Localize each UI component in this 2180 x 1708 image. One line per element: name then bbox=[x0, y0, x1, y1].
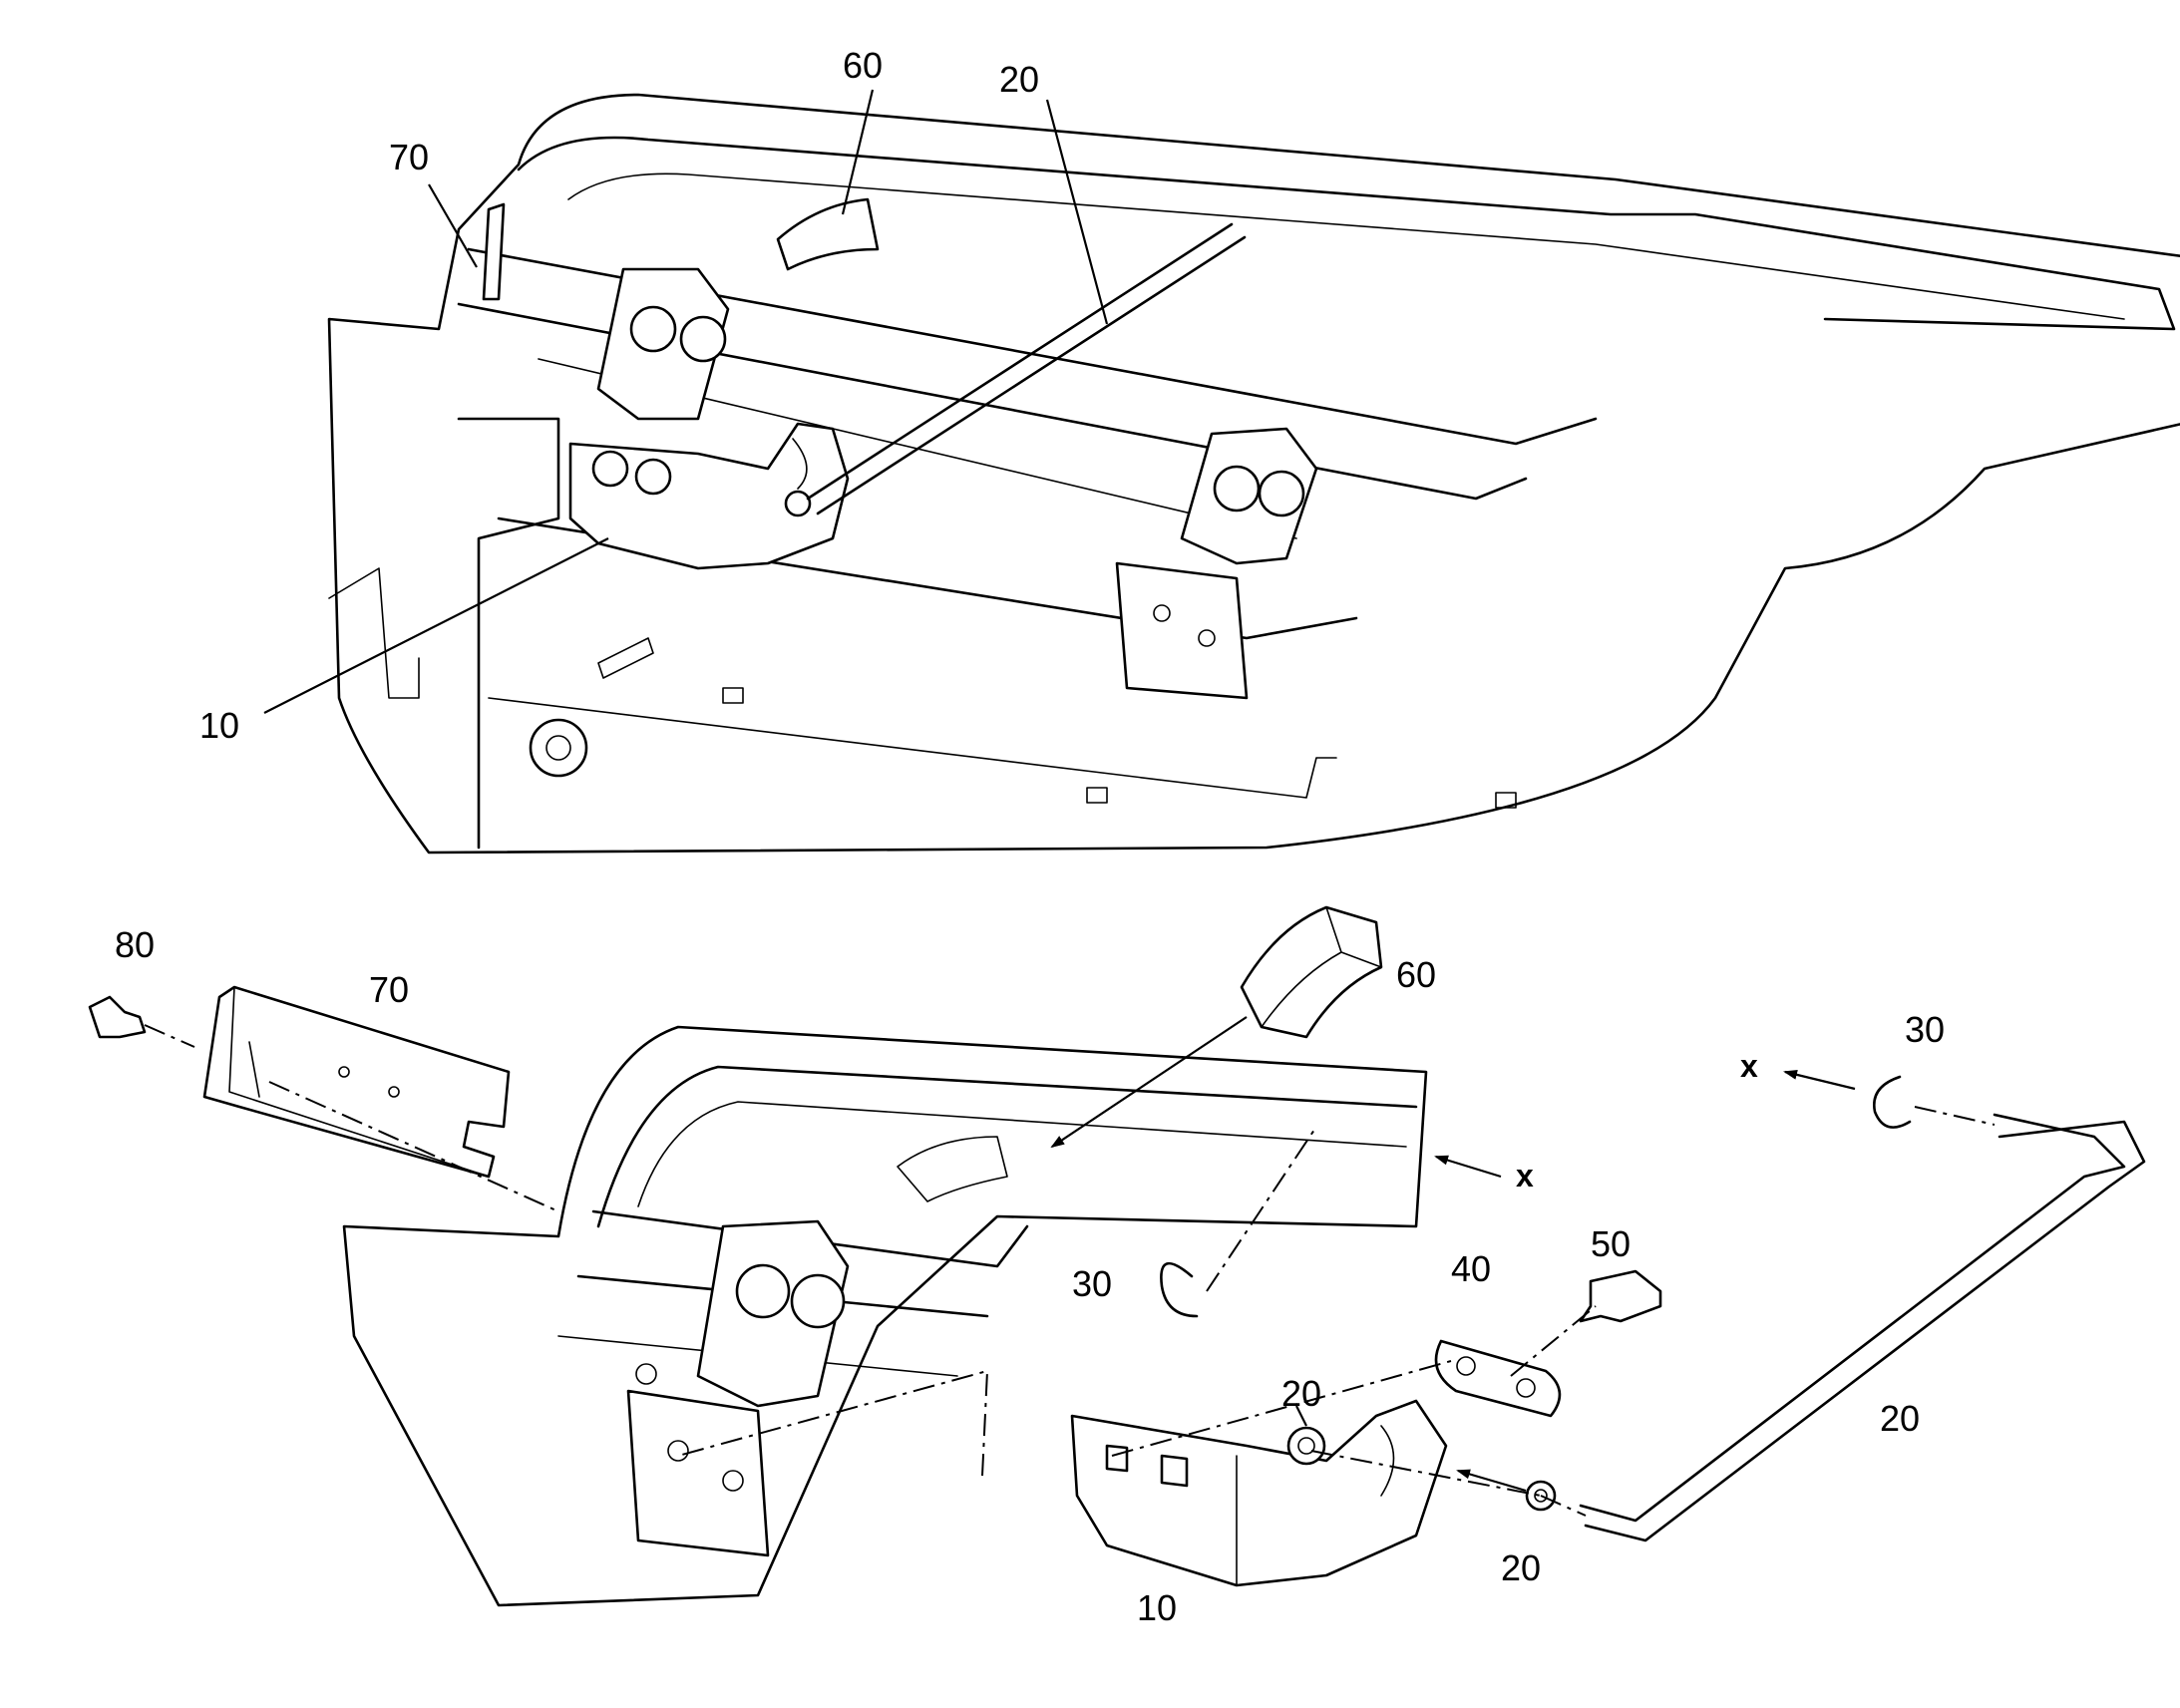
bottom-bolt-1 bbox=[735, 1263, 791, 1319]
bottom-washer-20-hole bbox=[1534, 1489, 1548, 1503]
bottom-link-hole-2 bbox=[1516, 1378, 1536, 1398]
top-leader-20 bbox=[1045, 99, 1109, 325]
bottom-leader-20-upper bbox=[1295, 1405, 1307, 1427]
align-screw-to-cover bbox=[144, 1024, 195, 1048]
callout-bot-40: 40 bbox=[1451, 1248, 1491, 1289]
bottom-link-hole-1 bbox=[1456, 1356, 1476, 1376]
bottom-link-plate-40 bbox=[1434, 1339, 1562, 1418]
align-eclip-left bbox=[1206, 1126, 1317, 1292]
top-assembly-view: 60 20 70 10 bbox=[199, 45, 2180, 854]
top-latch-plate-10 bbox=[568, 422, 850, 570]
top-housing-outline bbox=[327, 93, 2180, 854]
top-latch-bolt-1 bbox=[591, 450, 629, 488]
bottom-cover-70-face bbox=[228, 986, 490, 1178]
axis-marker-x-left: x bbox=[1516, 1158, 1534, 1194]
top-right-mount-block bbox=[1115, 561, 1249, 700]
top-right-bolt-1 bbox=[1213, 465, 1261, 512]
callout-bot-70: 70 bbox=[369, 969, 409, 1010]
top-rod-20-edge bbox=[816, 235, 1247, 515]
top-hood bbox=[517, 136, 2176, 331]
bottom-latch-slot-2 bbox=[1160, 1454, 1189, 1488]
top-round-spacer-hole bbox=[545, 735, 571, 761]
bottom-bolt-50 bbox=[1579, 1269, 1662, 1323]
top-right-mount-hole-1 bbox=[1153, 604, 1171, 622]
callout-top-10: 10 bbox=[199, 705, 239, 746]
callout-bot-50: 50 bbox=[1591, 1223, 1631, 1264]
arrow-pad-to-pocket bbox=[1050, 1016, 1248, 1149]
bottom-rod-20-edge bbox=[1584, 1120, 2146, 1542]
bottom-latch-bushing-hole bbox=[1297, 1437, 1315, 1455]
callout-bot-20-rod: 20 bbox=[1880, 1398, 1920, 1439]
top-stud-3 bbox=[1495, 792, 1517, 809]
bottom-hood bbox=[596, 1065, 1418, 1228]
callout-bot-60: 60 bbox=[1396, 954, 1436, 995]
bottom-latch-slot-1 bbox=[1105, 1444, 1129, 1473]
bottom-cover-70-hole-2 bbox=[388, 1086, 400, 1098]
top-left-bolt-1 bbox=[629, 305, 677, 353]
top-right-bolt-2 bbox=[1258, 470, 1305, 517]
callout-bot-80: 80 bbox=[115, 924, 155, 965]
bottom-latch-plate-hook bbox=[1380, 1425, 1395, 1497]
bottom-latch-plate-10 bbox=[1070, 1399, 1448, 1587]
top-latch-rod-eye bbox=[784, 490, 812, 517]
arrow-x-left bbox=[1434, 1155, 1502, 1179]
bottom-rod-20 bbox=[1579, 1113, 2126, 1523]
bottom-eclip-30-right bbox=[1873, 1075, 1912, 1129]
bottom-screw-80 bbox=[88, 995, 147, 1039]
top-round-spacer bbox=[529, 718, 588, 778]
callout-top-60: 60 bbox=[843, 45, 883, 86]
bottom-eclip-30-left bbox=[1160, 1261, 1199, 1318]
align-cover-to-housing bbox=[268, 1081, 559, 1212]
bottom-mount-hole-2 bbox=[722, 1470, 744, 1492]
top-rail-middle bbox=[457, 302, 1528, 501]
top-rail-upper bbox=[467, 247, 1598, 446]
bottom-mount-hole-1 bbox=[667, 1440, 689, 1462]
axis-marker-x-right: x bbox=[1740, 1048, 1758, 1084]
top-latch-plate-slot bbox=[792, 438, 808, 490]
top-pad-60 bbox=[776, 197, 880, 271]
align-eclip-right bbox=[1914, 1106, 1996, 1126]
arrow-washer-to-plate bbox=[1456, 1469, 1527, 1493]
top-left-bolt-2 bbox=[679, 315, 727, 363]
bottom-pad-pocket bbox=[897, 1136, 1008, 1202]
top-left-column bbox=[457, 417, 560, 850]
top-right-mount-hole-2 bbox=[1198, 629, 1216, 647]
top-left-column-inner bbox=[328, 567, 420, 699]
callout-bot-30-right: 30 bbox=[1905, 1009, 1945, 1050]
top-rod-20 bbox=[806, 222, 1234, 501]
callout-bot-30-left: 30 bbox=[1072, 1263, 1112, 1304]
bottom-bolt-2 bbox=[790, 1273, 846, 1329]
bottom-pivot-hole bbox=[635, 1363, 657, 1385]
bottom-hood-inner bbox=[637, 1101, 1407, 1207]
top-cover-70 bbox=[482, 202, 506, 301]
bottom-cover-70 bbox=[202, 985, 511, 1179]
bottom-pad-60-edge-2 bbox=[1261, 951, 1342, 1028]
bottom-cover-70-hole-1 bbox=[338, 1066, 350, 1078]
bottom-housing-outline bbox=[342, 1025, 1428, 1607]
callout-bot-20-lower: 20 bbox=[1501, 1547, 1541, 1588]
callout-bot-10: 10 bbox=[1137, 1587, 1177, 1628]
top-leader-10 bbox=[263, 537, 609, 714]
align-washer-to-rod bbox=[1540, 1495, 1587, 1517]
arrow-x-right bbox=[1783, 1069, 1856, 1091]
top-floor-edge bbox=[488, 697, 1337, 799]
top-leader-60 bbox=[841, 89, 875, 215]
top-hood-inner bbox=[567, 172, 2125, 320]
callout-bot-20-upper: 20 bbox=[1281, 1373, 1321, 1414]
align-latch-to-link bbox=[1111, 1360, 1452, 1457]
top-stud-2 bbox=[1086, 787, 1108, 804]
bottom-exploded-view: 80 70 60 30 30 40 50 20 20 20 10 x x bbox=[88, 905, 2146, 1628]
top-pin bbox=[597, 637, 654, 679]
callout-top-70: 70 bbox=[389, 137, 429, 177]
bottom-cover-70-slot bbox=[248, 1041, 260, 1098]
align-link-to-bolt bbox=[1510, 1305, 1597, 1377]
top-latch-bolt-2 bbox=[634, 458, 672, 496]
top-leader-70 bbox=[428, 183, 478, 268]
callout-top-20: 20 bbox=[999, 59, 1039, 100]
bottom-mount-block bbox=[626, 1389, 770, 1557]
bottom-latch-bushing bbox=[1286, 1426, 1326, 1466]
top-stud-1 bbox=[722, 687, 744, 704]
